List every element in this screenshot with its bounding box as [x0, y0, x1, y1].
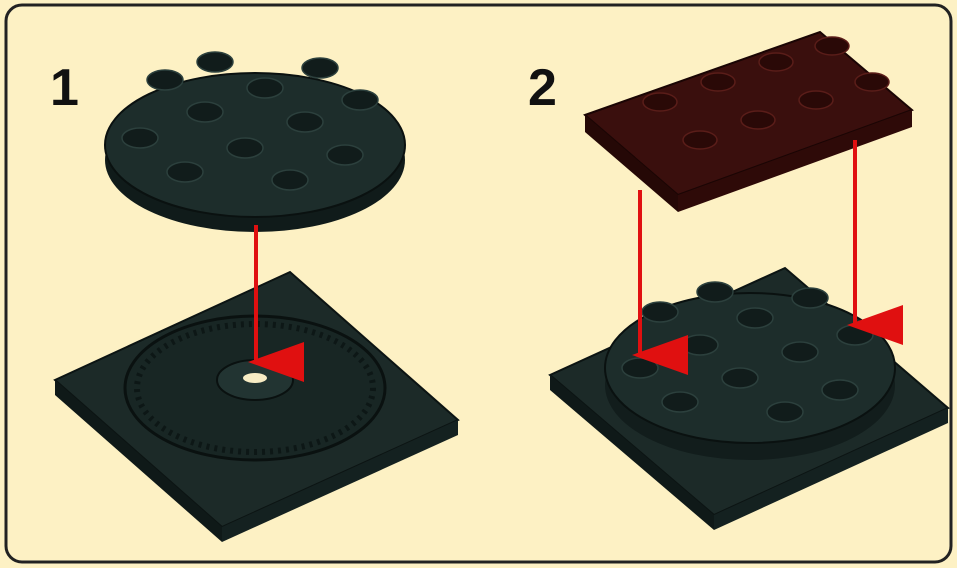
step-number-1: 1	[50, 62, 79, 114]
step-number-2: 2	[528, 62, 557, 114]
